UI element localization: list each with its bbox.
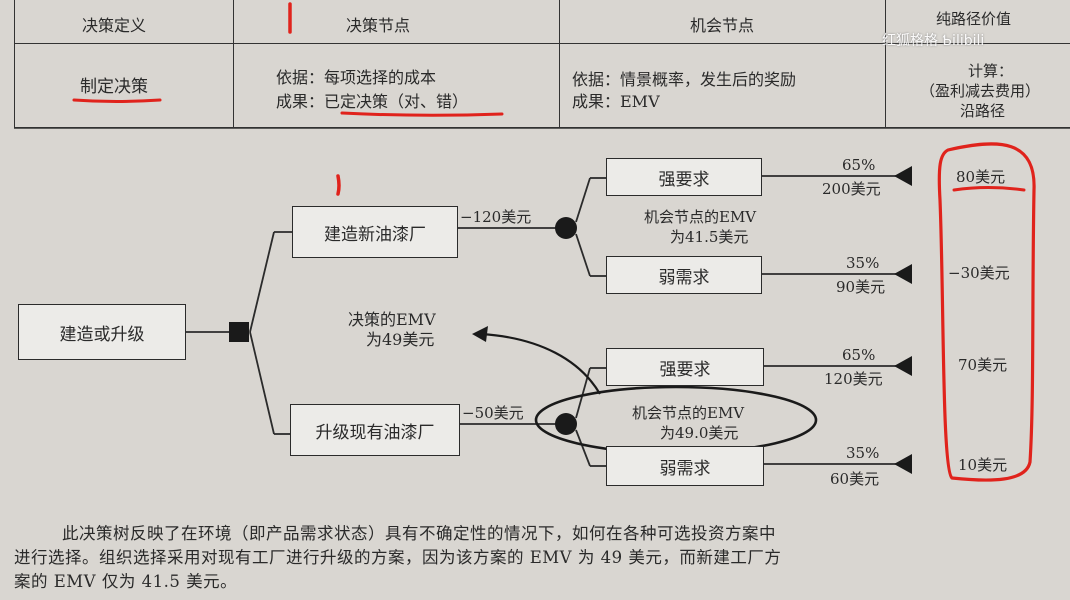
col-title-pure-path-value: 纯路径价值	[936, 10, 1012, 28]
red-underline-decision-result	[340, 111, 504, 117]
red-circle-path-values	[937, 142, 1036, 482]
outcome-strong-demand: 强要求	[606, 348, 764, 386]
path-calc-label: 计算：	[968, 62, 1014, 80]
prob-strong-new: 65%	[842, 156, 876, 174]
chance-node-circle	[555, 217, 577, 239]
chance-emv-upgrade-line2: 为49.0美元	[660, 424, 739, 442]
option-build-new-plant: 建造新油漆厂	[292, 206, 458, 258]
payoff-weak-upgrade: 60美元	[830, 470, 880, 488]
outcome-weak-demand: 弱需求	[606, 446, 764, 486]
path-calc-along: 沿路径	[960, 102, 1006, 120]
outcome-weak-demand: 弱需求	[606, 256, 762, 294]
root-node-build-or-upgrade: 建造或升级	[18, 304, 186, 360]
cost-build-new: −120美元	[460, 208, 532, 226]
prob-weak-upgrade: 35%	[846, 444, 880, 462]
path-value-2: −30美元	[948, 264, 1010, 282]
table-header-cell	[886, 0, 1070, 44]
caption-line-3: 案的 EMV 仅为 41.5 美元。	[14, 572, 238, 591]
path-value-4: 10美元	[958, 456, 1008, 474]
col-title-decision-node: 决策节点	[346, 16, 411, 35]
emv-arrow	[481, 332, 601, 395]
chance-emv-upgrade-line1: 机会节点的EMV	[632, 404, 745, 422]
table-header-cell	[560, 0, 886, 44]
chance-result-text: 成果：EMV	[572, 92, 660, 111]
payoff-strong-new: 200美元	[822, 180, 881, 198]
path-value-3: 70美元	[958, 356, 1008, 374]
chance-basis-text: 依据：情景概率，发生后的奖励	[572, 70, 797, 89]
red-underline-80	[952, 186, 1026, 192]
end-node-triangle	[894, 166, 912, 186]
payoff-weak-new: 90美元	[836, 278, 886, 296]
chance-node-circle	[555, 413, 577, 435]
decision-node-square	[229, 322, 249, 342]
chance-emv-new-line2: 为41.5美元	[670, 228, 749, 246]
col-title-chance-node: 机会节点	[690, 16, 755, 35]
col-title-decision-definition: 决策定义	[82, 16, 147, 35]
caption-line-1: 此决策树反映了在环境（即产品需求状态）具有不确定性的情况下，如何在各种可选投资方…	[62, 524, 776, 543]
red-annotation-mark	[336, 174, 341, 196]
prob-weak-new: 35%	[846, 254, 880, 272]
prob-strong-upgrade: 65%	[842, 346, 876, 364]
cost-upgrade: −50美元	[462, 404, 524, 422]
path-value-1: 80美元	[956, 168, 1006, 186]
decision-emv-line2: 为49美元	[366, 330, 435, 349]
outcome-strong-demand: 强要求	[606, 158, 762, 196]
emv-arrow-head	[472, 326, 488, 342]
table-header-cell	[234, 0, 560, 44]
decision-basis-text: 依据：每项选择的成本	[276, 68, 437, 87]
end-node-triangle	[894, 356, 912, 376]
decision-result-emphasis: 已定决策（对、错）	[324, 92, 469, 111]
video-watermark: 红狐格格 Ƅilibili	[882, 33, 985, 49]
option-upgrade-plant: 升级现有油漆厂	[290, 404, 460, 456]
end-node-triangle	[894, 454, 912, 474]
path-calc-formula: （盈利减去费用）	[920, 82, 1041, 100]
decision-emv-line1: 决策的EMV	[348, 310, 436, 329]
end-node-triangle	[894, 264, 912, 284]
red-underline-make-decision	[72, 98, 162, 103]
caption-line-2: 进行选择。组织选择采用对现有工厂进行升级的方案，因为该方案的 EMV 为 49 …	[14, 548, 782, 567]
table-header-cell	[14, 0, 234, 44]
chance-emv-new-line1: 机会节点的EMV	[644, 208, 757, 226]
decision-result-text: 成果：已定决策（对、错）	[276, 92, 469, 111]
make-decision-text: 制定决策	[80, 77, 148, 97]
payoff-strong-upgrade: 120美元	[824, 370, 883, 388]
